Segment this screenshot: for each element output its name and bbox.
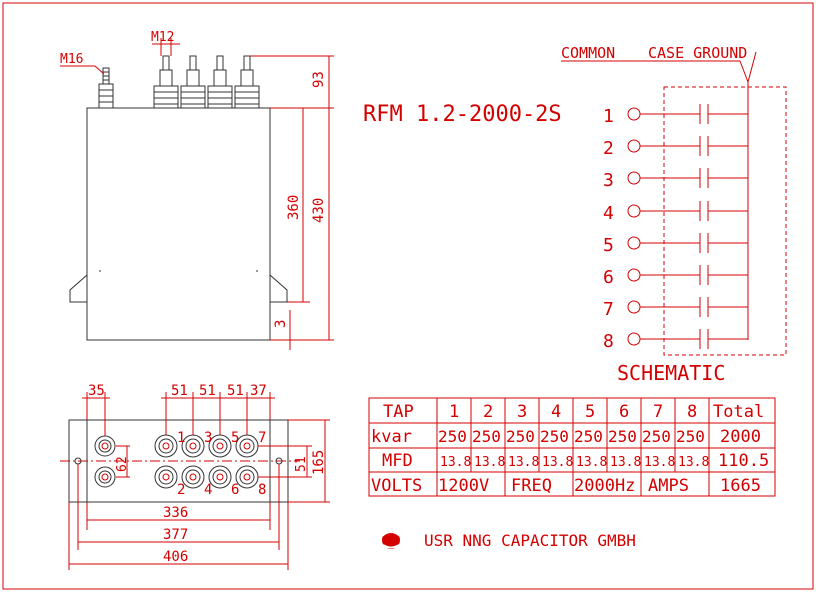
top-tap-5: 5 (231, 430, 239, 446)
mfd-6: 13.8 (610, 455, 641, 470)
dim-377: 377 (163, 527, 188, 543)
case-ground-label: CASE GROUND (648, 44, 747, 62)
dim-35: 35 (88, 383, 105, 399)
bushing-1 (153, 55, 179, 109)
left-foot (69, 274, 88, 303)
hdr-8: 8 (687, 402, 697, 422)
dim-62: 62 (115, 456, 130, 472)
dim-3: 3 (273, 320, 289, 328)
freq-value: 2000Hz (574, 476, 635, 496)
top-tap-7: 7 (258, 430, 266, 446)
case-outline (663, 86, 787, 356)
hdr-7: 7 (653, 402, 663, 422)
schematic-taps: 1 2 3 4 5 6 7 8 (603, 104, 748, 352)
kvar-7: 250 (642, 427, 671, 446)
hdr-3: 3 (517, 402, 527, 422)
dim-406: 406 (163, 549, 188, 565)
capacitor-body (86, 107, 271, 341)
schematic-tap-4: 4 (603, 203, 614, 224)
dim-37: 37 (250, 383, 267, 399)
kvar-3: 250 (506, 427, 535, 446)
m16-label: M16 (60, 52, 83, 67)
company-logo-icon (381, 531, 401, 549)
mfd-7: 13.8 (644, 455, 675, 470)
bushing-2 (180, 55, 206, 109)
hdr-total: Total (713, 402, 764, 422)
kvar-8: 250 (676, 427, 705, 446)
side-view: M16 M12 (60, 30, 334, 350)
dim-165: 165 (311, 450, 327, 475)
volts-label: VOLTS (371, 476, 422, 496)
top-tap-6: 6 (231, 482, 239, 498)
schematic: COMMON CASE GROUND 1 2 3 4 5 6 7 (561, 44, 787, 385)
amps-value: 1665 (720, 476, 761, 496)
kvar-4: 250 (540, 427, 569, 446)
mfd-4: 13.8 (542, 455, 573, 470)
dim-51-b: 51 (199, 383, 216, 399)
top-tap-4: 4 (204, 482, 212, 498)
common-label: COMMON (561, 44, 615, 62)
hdr-5: 5 (585, 402, 595, 422)
kvar-label: kvar (371, 427, 412, 447)
kvar-1: 250 (438, 427, 467, 446)
hdr-2: 2 (483, 402, 493, 422)
top-tap-2: 2 (177, 482, 185, 498)
hdr-tap: TAP (383, 402, 414, 422)
dim-93: 93 (311, 71, 327, 88)
bushing-4 (234, 55, 260, 109)
amps-label: AMPS (648, 476, 689, 496)
right-foot (269, 274, 288, 303)
schematic-tap-8: 8 (603, 331, 614, 352)
mfd-total: 110.5 (718, 451, 769, 471)
bushing-3 (207, 55, 233, 109)
hdr-4: 4 (551, 402, 561, 422)
dim-430: 430 (311, 198, 327, 223)
mfd-8: 13.8 (678, 455, 709, 470)
dim-51-v: 51 (294, 456, 309, 472)
top-tap-8: 8 (258, 482, 266, 498)
schematic-tap-5: 5 (603, 235, 614, 256)
schematic-tap-1: 1 (603, 106, 614, 127)
mfd-label: MFD (382, 451, 413, 471)
m12-label: M12 (151, 30, 174, 45)
top-tap-3: 3 (204, 430, 212, 446)
hdr-6: 6 (619, 402, 629, 422)
schematic-caption: SCHEMATIC (617, 361, 725, 385)
freq-label: FREQ (511, 476, 552, 496)
dim-51-c: 51 (227, 383, 244, 399)
mfd-5: 13.8 (576, 455, 607, 470)
schematic-tap-3: 3 (603, 170, 614, 191)
top-bushings (154, 434, 259, 489)
top-tap-1: 1 (177, 430, 185, 446)
spec-table: TAP 1 2 3 4 5 6 7 8 Total kvar 250 250 2… (368, 397, 776, 497)
mfd-1: 13.8 (440, 455, 471, 470)
kvar-2: 250 (472, 427, 501, 446)
schematic-tap-6: 6 (603, 267, 614, 288)
kvar-6: 250 (608, 427, 637, 446)
hdr-1: 1 (449, 402, 459, 422)
dim-336: 336 (163, 505, 188, 521)
mfd-3: 13.8 (508, 455, 539, 470)
kvar-total: 2000 (720, 427, 761, 447)
dim-51-a: 51 (171, 383, 188, 399)
company-name: USR NNG CAPACITOR GMBH (424, 531, 636, 550)
volts-value: 1200V (438, 476, 489, 496)
mfd-2: 13.8 (474, 455, 505, 470)
schematic-tap-2: 2 (603, 138, 614, 159)
dim-360: 360 (286, 195, 302, 220)
model-name: RFM 1.2-2000-2S (363, 102, 562, 127)
top-view: 1 3 5 7 2 4 6 8 35 51 51 51 37 62 51 (60, 383, 330, 570)
schematic-tap-7: 7 (603, 299, 614, 320)
m16-terminal (98, 67, 114, 109)
kvar-5: 250 (574, 427, 603, 446)
